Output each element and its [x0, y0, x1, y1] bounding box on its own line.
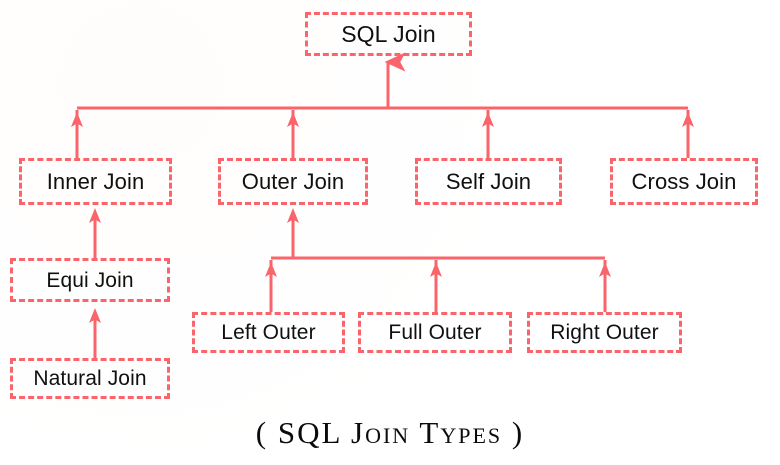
- node-sql-join[interactable]: SQL Join: [305, 12, 472, 56]
- diagram-caption: ( SQL Join Types ): [255, 415, 525, 450]
- node-natural-join[interactable]: Natural Join: [10, 358, 170, 399]
- node-outer-join-label: Outer Join: [241, 168, 345, 194]
- node-equi-join-label: Equi Join: [46, 268, 134, 292]
- node-cross-join-label: Cross Join: [631, 168, 737, 194]
- node-self-join-label: Self Join: [445, 168, 532, 194]
- node-inner-join-label: Inner Join: [46, 168, 145, 194]
- node-cross-join[interactable]: Cross Join: [610, 158, 758, 205]
- node-sql-join-label: SQL Join: [341, 20, 436, 47]
- node-left-outer-label: Left Outer: [221, 321, 316, 344]
- node-outer-join[interactable]: Outer Join: [218, 158, 368, 205]
- node-inner-join[interactable]: Inner Join: [19, 158, 172, 205]
- node-equi-join[interactable]: Equi Join: [10, 258, 170, 302]
- node-self-join[interactable]: Self Join: [415, 158, 562, 205]
- node-right-outer[interactable]: Right Outer: [527, 312, 682, 353]
- node-full-outer[interactable]: Full Outer: [358, 312, 512, 353]
- node-right-outer-label: Right Outer: [550, 321, 659, 344]
- node-full-outer-label: Full Outer: [388, 321, 482, 344]
- node-natural-join-label: Natural Join: [33, 367, 147, 390]
- node-left-outer[interactable]: Left Outer: [192, 312, 345, 353]
